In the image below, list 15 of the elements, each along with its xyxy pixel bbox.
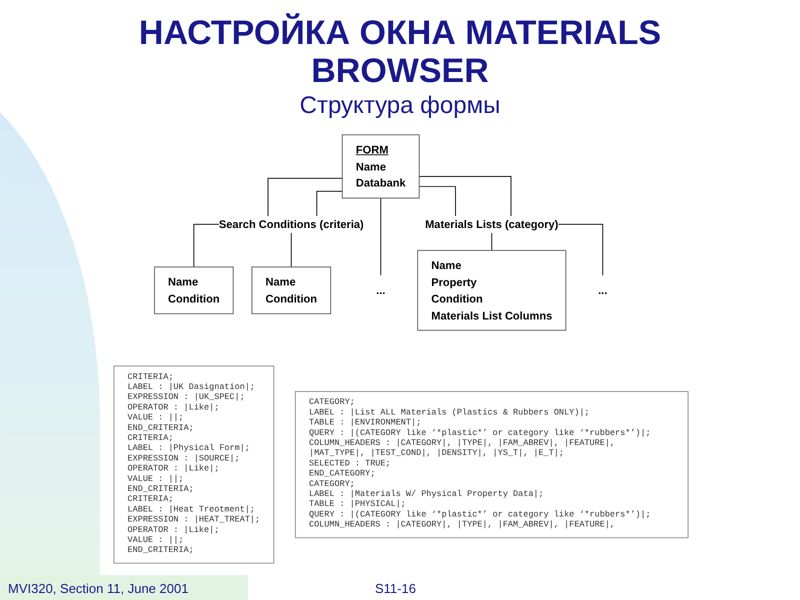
process-box: Name Condition (154, 266, 234, 314)
subtitle: Структура формы (298, 92, 502, 120)
title: НАСТРОЙКА ОКНА MATERIALS BROWSER (138, 14, 662, 90)
page-number: S11-16 (375, 581, 416, 596)
connector-line (380, 198, 382, 276)
edge-label: Materials Lists (category) (425, 218, 558, 230)
process-box: Name Property Condition Materials List Columns (417, 250, 566, 331)
ellipsis-text: ... (376, 284, 386, 297)
code-listing-box: CATEGORY; LABEL : |List ALL Materials (Plastics & Rubbers ONLY)|; TABLE : |ENVIRONMENT|; QUERY : |(CATEGORY like ‘*plastic*’ or category like ‘*rubbers*’)|; COLUMN_HEADERS : |CATEGORY|, |TYPE|, |FAM_ABREV|, |FEATURE|, |MAT_TYPE|, |TEST_COND|, |DENSITY|, |YS_T|, |E_T|; SELECTED : TRUE; END_CATEGORY; CATEGORY; LABEL : |Materials W/ Physical Property Data|; TABLE : |PHYSICAL|; QUERY : |(CATEGORY like ‘*plastic*’ or category like ‘*rubbers*’)|; COLUMN_HEADERS : |CATEGORY|, |TYPE|, |FAM_ABREV|, |FEATURE|, (294, 391, 688, 538)
process-box: Name Condition (251, 266, 332, 314)
ellipsis-text: ... (598, 284, 608, 297)
process-box: FORM Name Databank (342, 134, 420, 199)
footer-text: MVI320, Section 11, June 2001 (8, 581, 188, 596)
code-listing-box: CRITERIA; LABEL : |UK Dasignation|; EXPRESSION : |UK_SPEC|; OPERATOR : |Like|; VALUE : ||; END_CRITERIA; CRITERIA; LABEL : |Physical Form|; EXPRESSION : |SOURCE|; OPERATOR : |Like|; VALUE : ||; END_CRITERIA; CRITERIA; LABEL : |Heat Treotment|; EXPRESSION : |HEAT_TREAT|; OPERATOR : |Like|; VALUE : ||; END_CRITERIA; (114, 366, 274, 564)
edge-label: Search Conditions (criteria) (218, 218, 364, 230)
